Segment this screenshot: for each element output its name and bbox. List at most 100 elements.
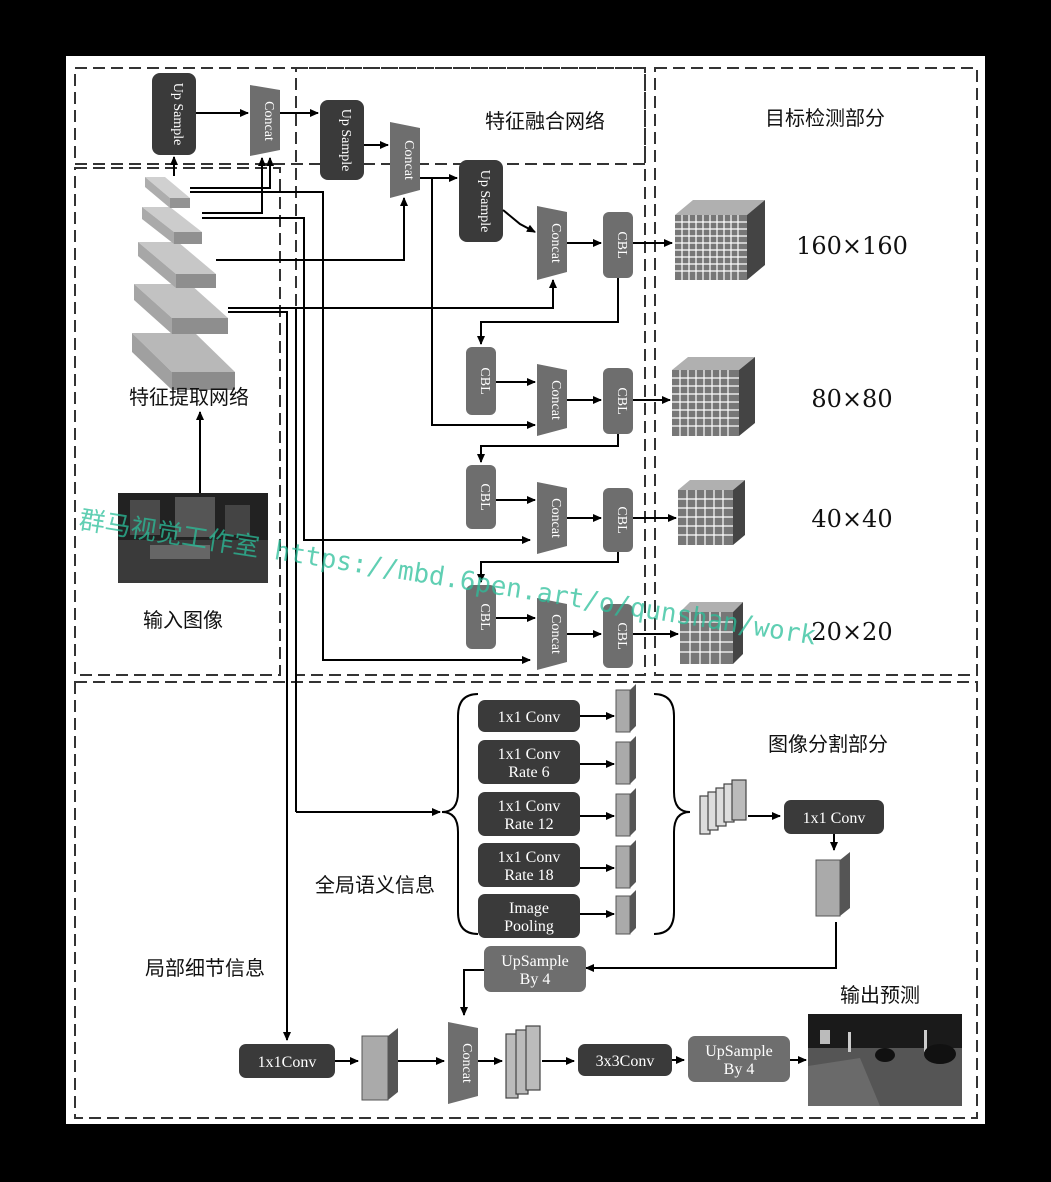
conv3x3 xyxy=(578,1044,672,1076)
local-conv1x1-label: 1x1Conv xyxy=(258,1054,317,1071)
segmentation-region xyxy=(74,681,978,1119)
seg-conv1x1 xyxy=(784,800,884,834)
input-image xyxy=(118,493,268,583)
right-brace xyxy=(653,693,691,935)
bus-line-local xyxy=(228,311,288,1040)
seg-concat-block xyxy=(448,1022,478,1104)
aspp-rate12-label: Rate 12 xyxy=(504,816,553,833)
upsample-block-1 xyxy=(152,73,196,155)
arrow-up3-concat3 xyxy=(502,209,536,233)
detection-head-3 xyxy=(678,480,745,545)
bus-line-mid xyxy=(202,217,531,544)
detection-region xyxy=(654,67,978,676)
arrow-cbl5-cbl6 xyxy=(477,552,619,583)
cbl-label-6: CBL xyxy=(477,603,492,630)
aspp-feature-map-1 xyxy=(615,689,631,733)
scale-label-4: 20×20 xyxy=(811,618,892,646)
cbl-block-4 xyxy=(466,465,496,529)
aspp-rate6-label: Rate 6 xyxy=(508,764,549,781)
detection-head-4 xyxy=(680,602,743,664)
cbl-block-5 xyxy=(603,488,633,552)
aspp-rate6-conv-label: 1x1 Conv xyxy=(498,746,561,763)
concat-block-5 xyxy=(537,482,567,554)
lateral-c2-concat3 xyxy=(228,279,557,309)
aspp-rate6 xyxy=(478,740,580,784)
seg-concat-label: Concat xyxy=(459,1043,474,1083)
fusion-label: 特征融合网络 xyxy=(485,109,605,133)
aspp-conv1x1 xyxy=(478,700,580,732)
scale-label-1: 160×160 xyxy=(796,232,908,260)
upsample-block-3 xyxy=(459,160,503,242)
backbone-region xyxy=(74,167,281,676)
scale-label-3: 40×40 xyxy=(811,505,892,533)
lateral-c3-concat2 xyxy=(216,197,408,261)
aspp-rate18-label: Rate 18 xyxy=(504,867,553,884)
concat-block-1 xyxy=(250,85,280,156)
aspp-rate18 xyxy=(478,843,580,887)
aspp-rate12-conv-label: 1x1 Conv xyxy=(498,798,561,815)
upsample-by4-1-label-a: UpSample xyxy=(501,953,569,970)
input-label: 输入图像 xyxy=(143,608,223,632)
detection-label: 目标检测部分 xyxy=(765,106,885,130)
aspp-feature-map-2 xyxy=(615,741,631,785)
upsample-block-2 xyxy=(320,100,364,180)
segmentation-label: 图像分割部分 xyxy=(768,732,888,756)
cbl-label-4: CBL xyxy=(477,483,492,510)
local-feature-map xyxy=(361,1035,389,1101)
backbone-label: 特征提取网络 xyxy=(129,385,249,409)
detection-head-1 xyxy=(675,200,765,280)
upsample-label-1: Up Sample xyxy=(170,83,185,146)
cbl-label-1: CBL xyxy=(614,231,629,258)
left-brace xyxy=(441,693,479,935)
concat-block-4 xyxy=(537,364,567,436)
lateral-c5-concat1 xyxy=(190,157,274,189)
arrow-concat2-concat4 xyxy=(431,178,536,429)
cbl-block-2 xyxy=(466,347,496,415)
bus-line-outer xyxy=(190,191,531,664)
local-feature-map-side xyxy=(388,1028,398,1100)
seg-concat-output xyxy=(505,1025,541,1099)
cbl-label-7: CBL xyxy=(614,622,629,649)
arrow-upsample-concat xyxy=(460,969,484,1016)
cbl-label-2: CBL xyxy=(477,367,492,394)
upsample-by4-2 xyxy=(688,1036,790,1082)
concat-label-1: Concat xyxy=(261,101,276,141)
aspp-feature-map-3 xyxy=(615,793,631,837)
upsample-by4-1 xyxy=(484,946,586,992)
aspp-feature-map-5 xyxy=(615,895,631,935)
aspp-rate12 xyxy=(478,792,580,836)
global-info-label: 全局语义信息 xyxy=(315,873,435,897)
upsample-by4-2-label-a: UpSample xyxy=(705,1043,773,1060)
aspp-image-pooling xyxy=(478,894,580,938)
arrow-map-upsample xyxy=(585,922,837,972)
seg-feature-map xyxy=(815,859,841,917)
upsample-by4-2-label-b: By 4 xyxy=(724,1061,755,1078)
scale-label-2: 80×80 xyxy=(811,385,892,413)
concat-block-2 xyxy=(390,122,420,198)
aspp-conv1x1-label: 1x1 Conv xyxy=(498,709,561,726)
conv3x3-label: 3x3Conv xyxy=(596,1053,655,1070)
detection-head-2 xyxy=(672,357,755,436)
upsample-label-2: Up Sample xyxy=(338,109,353,172)
cbl-block-6 xyxy=(466,585,496,649)
aspp-rate18-conv-label: 1x1 Conv xyxy=(498,849,561,866)
concat-label-5: Concat xyxy=(548,498,563,538)
arrow-cbl1-cbl2 xyxy=(477,278,619,345)
concat-label-6: Concat xyxy=(548,614,563,654)
concat-block-3 xyxy=(537,206,567,280)
aspp-concat-stack xyxy=(699,779,747,835)
concat-label-3: Concat xyxy=(548,223,563,263)
arrow-cbl3-cbl4 xyxy=(477,434,619,463)
seg-feature-map-side xyxy=(840,852,850,916)
output-prediction-image xyxy=(808,1014,962,1106)
local-info-label: 局部细节信息 xyxy=(145,956,265,980)
local-conv1x1 xyxy=(239,1044,335,1078)
cbl-label-3: CBL xyxy=(614,387,629,414)
cbl-block-1 xyxy=(603,212,633,278)
output-label: 输出预测 xyxy=(840,983,920,1007)
seg-conv1x1-label: 1x1 Conv xyxy=(803,810,866,827)
concat-label-4: Concat xyxy=(548,380,563,420)
upsample-by4-1-label-b: By 4 xyxy=(520,971,551,988)
cbl-block-3 xyxy=(603,368,633,434)
